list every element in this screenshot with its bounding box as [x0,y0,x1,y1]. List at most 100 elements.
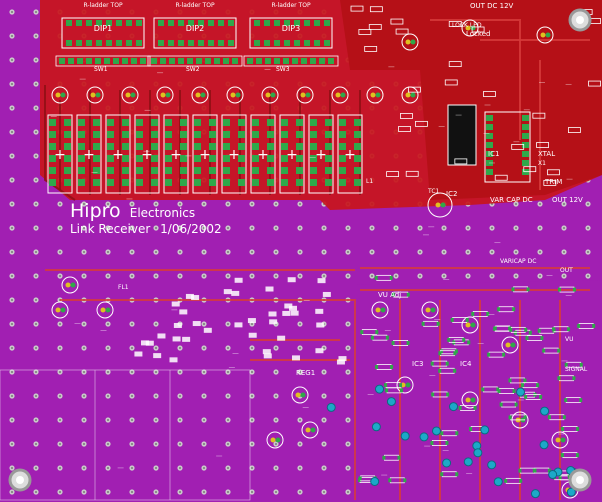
pad [486,142,493,148]
pad [325,131,332,138]
pad [238,143,245,150]
pad [522,133,529,139]
pad [66,20,72,26]
pad [64,167,71,174]
pad [76,20,82,26]
pad [256,58,262,64]
pad [497,389,501,394]
pad [160,58,166,64]
pad [453,351,457,356]
pad [136,155,143,162]
resistor [415,120,428,127]
pad [562,415,566,420]
pad [547,468,551,473]
pad [95,58,101,64]
plus-mark: + [199,147,211,163]
pad [238,155,245,162]
pad [93,131,100,138]
pad [254,20,260,26]
pad [86,20,92,26]
pad [86,40,92,46]
pad [218,40,224,46]
resistor [369,6,383,13]
smd-part [192,321,201,327]
pad [66,40,72,46]
capacitor [371,301,389,319]
pad [200,92,206,98]
pad [107,131,114,138]
pad [319,58,325,64]
pad [296,167,303,174]
pad [558,475,562,480]
smd-part [223,289,232,295]
pad [324,20,330,26]
pad [446,392,450,397]
pad [557,348,561,353]
smd-part [284,303,293,309]
pad [512,389,516,394]
pad [455,472,459,477]
pad [209,179,216,186]
label-out-12v: OUT 12V [552,196,583,204]
pad [281,131,288,138]
pad [178,58,184,64]
smd-part [171,301,180,307]
capacitor [266,431,284,449]
resistor [444,79,458,86]
pad [274,20,280,26]
smd-part [317,278,326,284]
label-coil: L1 [366,178,374,185]
pad [455,431,459,436]
resistor [364,46,378,52]
through-pad [400,431,410,441]
pad [358,476,362,481]
pad [60,92,66,98]
pad [310,58,316,64]
through-pad [463,457,473,467]
pad [522,115,529,121]
label-locked: Locked [466,30,491,38]
pad [438,368,442,373]
capacitor [536,26,554,44]
pad [296,131,303,138]
pad [486,169,493,175]
pad [188,20,194,26]
pad [158,40,164,46]
pad [486,133,493,139]
ic-black [447,104,477,166]
pad [106,40,112,46]
pad [310,155,317,162]
pad [198,20,204,26]
pad [470,397,476,403]
plus-mark: + [54,147,66,163]
pad [136,179,143,186]
pad [136,20,142,26]
pad [265,58,271,64]
label-varicap2: VARICAP DC [500,258,537,265]
smd-part [290,310,299,316]
pad [252,179,259,186]
smd-part [153,353,162,359]
pad [375,307,381,313]
pad [178,20,184,26]
pad [93,155,100,162]
pad [78,179,85,186]
smd-part [234,322,243,328]
pad [576,426,580,431]
pad [465,397,471,403]
pad [60,307,66,313]
resistor [407,86,421,93]
ic-package [279,114,305,194]
pad [406,340,410,345]
pad [360,330,364,335]
pad [502,352,506,357]
pad [104,58,110,64]
smd-part [185,293,194,299]
pad [325,179,332,186]
pad [390,364,394,369]
smd-part [316,322,325,328]
pad [281,167,288,174]
pad [301,58,307,64]
components: +++++++++++ [8,5,601,499]
pad [122,131,129,138]
